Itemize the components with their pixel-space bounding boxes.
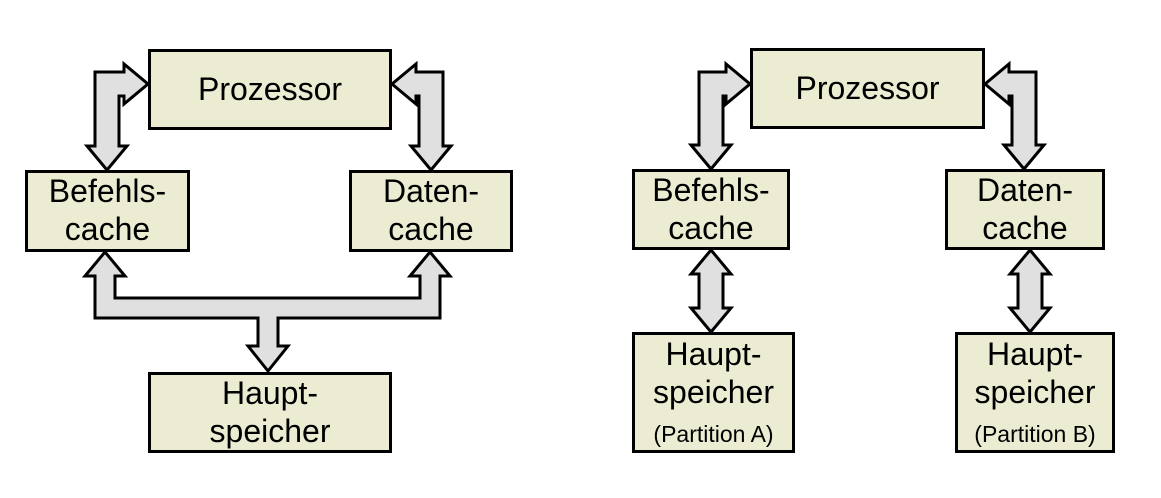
memory-b-label-line1: Haupt-: [986, 336, 1084, 373]
right-data-cache-label-line1: Daten-: [976, 171, 1074, 208]
right-processor-label: Prozessor: [795, 69, 940, 106]
left-main-memory-box: Haupt- speicher: [148, 372, 392, 453]
memory-a-label-line1: Haupt-: [665, 336, 762, 373]
right-instruction-cache-label-line2: cache: [668, 209, 754, 246]
right-data-cache-label-line2: cache: [982, 209, 1068, 246]
left-instruction-cache-box: Befehls- cache: [25, 170, 190, 252]
left-main-memory-label-line2: speicher: [209, 412, 331, 449]
memory-a-partition-label: (Partition A): [653, 420, 774, 447]
right-main-memory-partition-a-box: Haupt- speicher (Partition A): [632, 332, 795, 453]
right-instruction-cache-label-line1: Befehls-: [652, 171, 770, 208]
right-main-memory-partition-b-box: Haupt- speicher (Partition B): [955, 332, 1115, 453]
left-instruction-cache-label-line2: cache: [64, 211, 151, 247]
left-processor-box: Prozessor: [148, 49, 392, 130]
right-processor-instruction-cache-arrow: [687, 60, 753, 172]
memory-b-partition-label: (Partition B): [974, 420, 1096, 447]
right-processor-data-cache-arrow: [982, 60, 1048, 172]
left-instruction-cache-label-line1: Befehls-: [48, 173, 167, 210]
left-main-memory-label-line1: Haupt-: [221, 374, 319, 411]
left-processor-instruction-cache-arrow: [83, 60, 151, 173]
left-data-cache-label-line2: cache: [388, 211, 474, 247]
left-data-cache-label-line1: Daten-: [382, 173, 480, 210]
right-processor-box: Prozessor: [750, 48, 985, 129]
memory-a-label-line2: speicher: [653, 374, 774, 411]
left-processor-label: Prozessor: [197, 70, 343, 107]
left-main-memory-caches-arrow: [81, 249, 454, 374]
right-instruction-cache-memory-a-arrow: [687, 247, 735, 335]
left-processor-data-cache-arrow: [389, 60, 455, 173]
right-data-cache-box: Daten- cache: [945, 169, 1105, 250]
right-data-cache-memory-b-arrow: [1006, 247, 1054, 335]
left-data-cache-box: Daten- cache: [349, 170, 513, 252]
right-instruction-cache-box: Befehls- cache: [632, 169, 790, 250]
memory-b-label-line2: speicher: [974, 374, 1096, 411]
